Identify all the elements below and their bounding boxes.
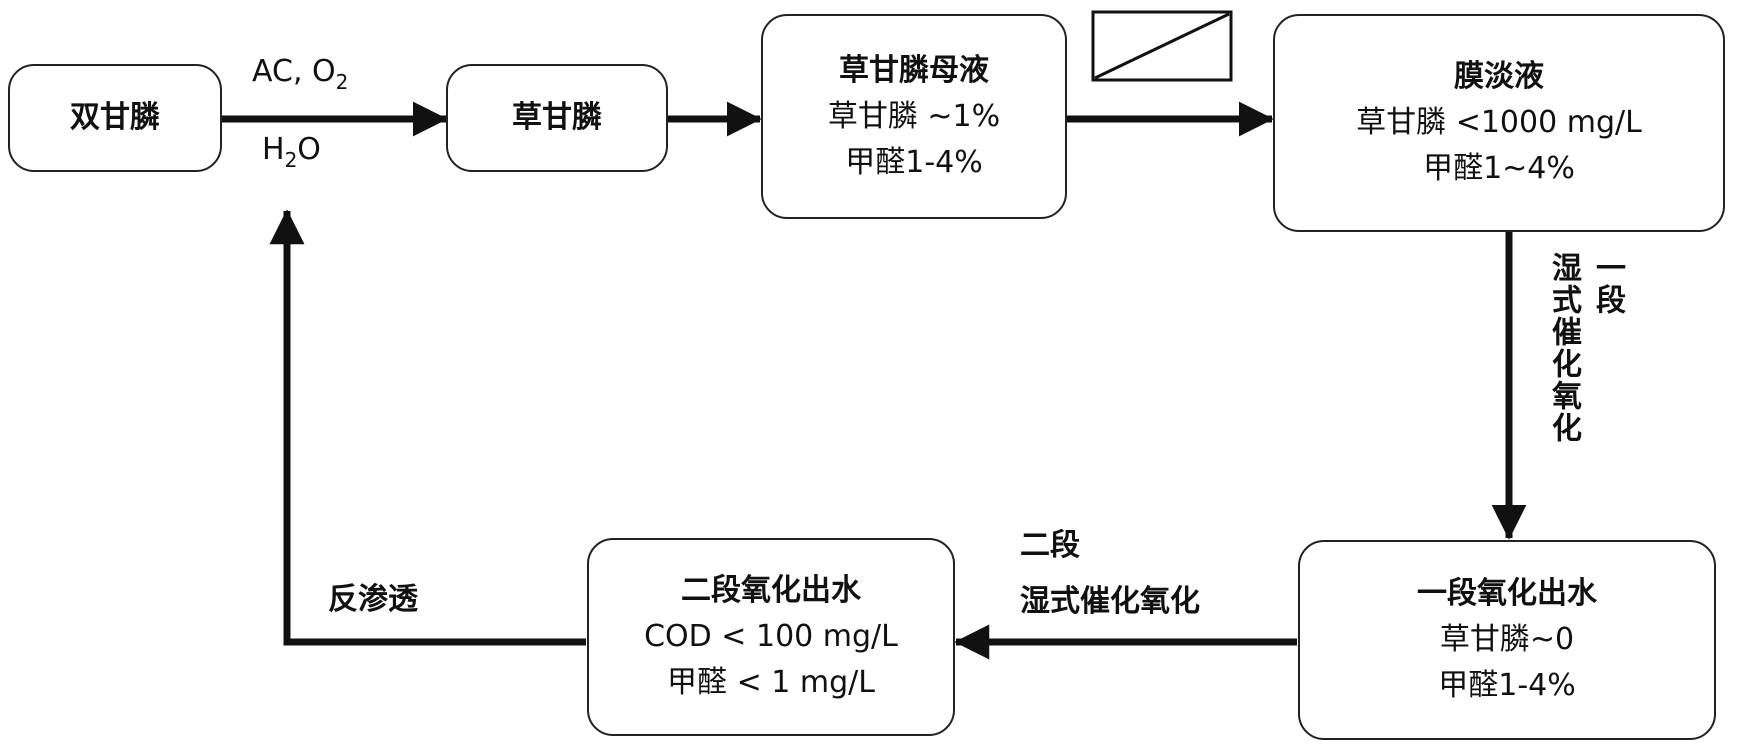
label-water: H2O — [262, 130, 321, 170]
node-bisglyphosate-title: 双甘膦 — [70, 100, 160, 135]
node-stage1-effluent-line-1: 草甘膦~0 — [1439, 622, 1575, 657]
node-membrane-dilute-line-1: 草甘膦 <1000 mg/L — [1356, 105, 1642, 140]
node-mother-liquor-line-2: 甲醛1-4% — [845, 144, 983, 180]
label-catalyst-text: AC, O — [252, 54, 336, 89]
node-stage1-effluent-line-2: 甲醛1-4% — [1438, 668, 1576, 703]
label-water-subscript: 2 — [284, 148, 298, 172]
node-mother-liquor: 草甘膦母液 草甘膦 ~1% 甲醛1-4% — [761, 14, 1067, 219]
node-stage2-effluent: 二段氧化出水 COD < 100 mg/L 甲醛 < 1 mg/L — [587, 538, 955, 736]
label-stage1-wet-oxidation-col2: 湿式催化氧化 — [1546, 252, 1581, 444]
node-bisglyphosate: 双甘膦 — [8, 64, 222, 172]
node-stage2-effluent-line-1: COD < 100 mg/L — [644, 619, 898, 654]
membrane-icon — [1091, 10, 1233, 82]
node-mother-liquor-line-1: 草甘膦 ~1% — [827, 98, 1001, 134]
node-membrane-dilute-title: 膜淡液 — [1454, 59, 1544, 94]
node-stage2-effluent-title: 二段氧化出水 — [681, 573, 861, 608]
label-catalyst: AC, O2 — [252, 52, 348, 92]
label-stage2-wet-oxidation: 湿式催化氧化 — [1020, 584, 1200, 619]
node-glyphosate-title: 草甘膦 — [512, 100, 602, 135]
node-stage1-effluent-title: 一段氧化出水 — [1417, 576, 1597, 611]
edge-reverse-osmosis-recycle — [269, 209, 586, 646]
node-mother-liquor-title: 草甘膦母液 — [839, 52, 989, 88]
label-catalyst-subscript: 2 — [335, 70, 349, 94]
label-water-o: O — [297, 132, 321, 167]
node-stage2-effluent-line-2: 甲醛 < 1 mg/L — [667, 665, 875, 700]
node-stage1-effluent: 一段氧化出水 草甘膦~0 甲醛1-4% — [1298, 540, 1716, 740]
label-water-h: H — [262, 132, 285, 167]
node-membrane-dilute: 膜淡液 草甘膦 <1000 mg/L 甲醛1~4% — [1273, 14, 1725, 232]
node-glyphosate: 草甘膦 — [446, 64, 668, 172]
label-reverse-osmosis: 反渗透 — [328, 582, 418, 617]
label-stage2-title: 二段 — [1020, 528, 1080, 563]
label-stage1-wet-oxidation-col1: 一段 — [1590, 252, 1625, 316]
node-membrane-dilute-line-2: 甲醛1~4% — [1423, 151, 1575, 186]
